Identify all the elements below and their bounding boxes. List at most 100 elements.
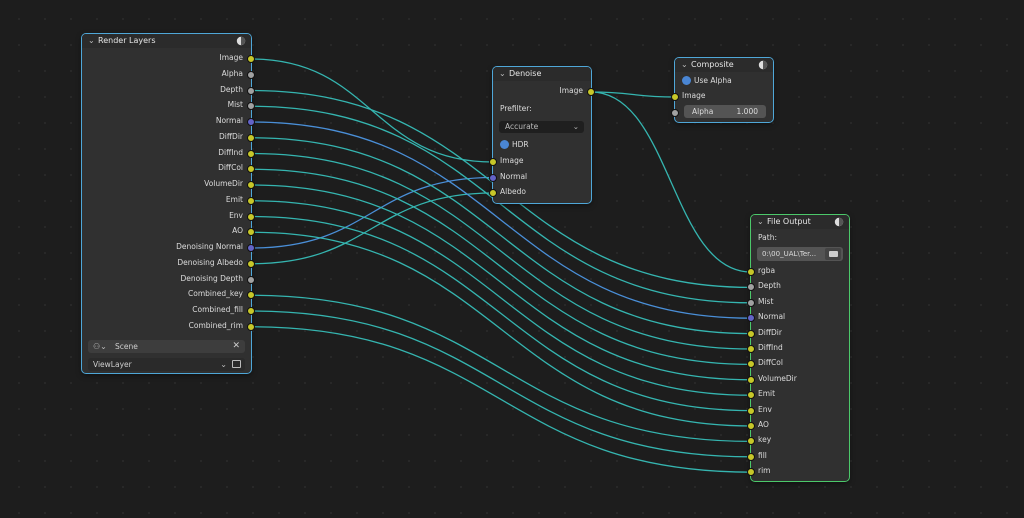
use-alpha-checkbox[interactable] [682, 76, 691, 85]
socket-label: Depth [220, 84, 243, 94]
use-alpha-label: Use Alpha [694, 76, 732, 85]
output-socket-depth[interactable] [247, 86, 255, 95]
folder-icon[interactable] [825, 248, 841, 260]
output-socket-env[interactable] [247, 212, 255, 221]
path-label: Path: [758, 233, 778, 242]
collapse-chevron-icon[interactable]: ⌄ [499, 69, 506, 78]
input-socket-ao[interactable] [747, 422, 755, 430]
output-socket-denoising-normal[interactable] [247, 244, 255, 252]
output-socket-denoising-depth[interactable] [247, 275, 255, 284]
collapse-chevron-icon[interactable]: ⌄ [88, 36, 95, 45]
globe-icon [834, 217, 844, 227]
denoise-node[interactable]: ⌄Denoise Image Prefilter: Accurate ⌄ HDR… [489, 66, 595, 204]
socket-label: AO [232, 226, 243, 236]
socket-label: key [758, 435, 772, 445]
output-socket-ao[interactable] [247, 228, 255, 237]
view-layer-label: ViewLayer [93, 360, 132, 369]
output-socket-combined-fill[interactable] [247, 307, 255, 315]
input-socket-fill[interactable] [747, 452, 755, 461]
input-socket-mist[interactable] [747, 298, 755, 307]
prefilter-label: Prefilter: [500, 104, 532, 113]
input-env: Env [758, 404, 772, 416]
input-socket-key[interactable] [747, 437, 755, 446]
render-layers-header[interactable]: ⌄Render Layers [82, 34, 251, 48]
socket-label: Emit [225, 194, 243, 204]
output-socket-denoising-albedo[interactable] [247, 259, 255, 268]
input-socket-diffind[interactable] [747, 345, 755, 353]
socket-label: Normal [215, 116, 243, 125]
socket-label: Denoising Depth [180, 273, 243, 283]
collapse-chevron-icon[interactable]: ⌄ [681, 60, 688, 69]
input-socket-image[interactable] [671, 93, 679, 101]
file-output-node[interactable]: ⌄File Output Path: 0:\00_UAL\Ter... rgba… [747, 214, 850, 482]
alpha-field[interactable]: Alpha 1.000 [684, 105, 766, 118]
input-socket-image[interactable] [489, 158, 497, 166]
input-socket-diffcol[interactable] [747, 360, 755, 369]
socket-label: VolumeDir [204, 179, 243, 188]
socket-label: Env [758, 404, 772, 414]
output-socket-diffdir[interactable] [247, 133, 255, 142]
view-layer-browse-icon[interactable] [232, 360, 241, 368]
socket-label: Image [559, 86, 584, 95]
prefilter-dropdown[interactable]: Accurate ⌄ [499, 121, 584, 133]
socket-label: Denoising Normal [176, 242, 243, 251]
socket-label: Mist [758, 296, 774, 306]
output-socket-mist[interactable] [247, 102, 255, 111]
hdr-label: HDR [512, 140, 529, 149]
input-socket-alpha[interactable] [671, 109, 679, 117]
input-socket-rgba[interactable] [747, 268, 755, 276]
view-layer-selector[interactable]: ViewLayer ⌄ [88, 358, 245, 371]
output-socket-combined-rim[interactable] [247, 322, 255, 331]
socket-label: DiffInd [218, 147, 243, 157]
socket-label: Normal [500, 171, 528, 181]
collapse-chevron-icon[interactable]: ⌄ [757, 217, 764, 226]
output-socket-alpha[interactable] [247, 70, 255, 79]
alpha-label: Alpha [692, 107, 714, 116]
file-output-header[interactable]: ⌄File Output [751, 215, 849, 229]
output-socket-image[interactable] [587, 88, 595, 96]
input-socket-env[interactable] [747, 406, 755, 415]
path-field[interactable]: 0:\00_UAL\Ter... [757, 247, 843, 261]
clear-scene-icon[interactable]: ✕ [232, 341, 240, 351]
input-normal: Normal [758, 311, 785, 323]
input-socket-normal[interactable] [489, 173, 497, 182]
socket-label: Env [229, 210, 243, 220]
socket-label: AO [758, 420, 769, 429]
input-diffcol: DiffCol [758, 357, 783, 369]
output-socket-volumedir[interactable] [247, 181, 255, 189]
composite-header[interactable]: ⌄Composite [675, 58, 773, 72]
input-socket-depth[interactable] [747, 283, 755, 292]
output-socket-emit[interactable] [247, 196, 255, 205]
output-emit: Emit [82, 194, 243, 206]
output-socket-diffcol[interactable] [247, 165, 255, 174]
input-socket-rim[interactable] [747, 468, 755, 477]
output-socket-combined-key[interactable] [247, 291, 255, 300]
globe-icon [758, 60, 768, 70]
socket-label: Image [682, 91, 706, 100]
hdr-checkbox[interactable] [500, 140, 509, 149]
output-env: Env [82, 210, 243, 222]
output-socket-diffind[interactable] [247, 149, 255, 158]
output-volumedir: VolumeDir [82, 178, 243, 190]
prefilter-value: Accurate [505, 122, 539, 131]
output-combined-key: Combined_key [82, 288, 243, 300]
node-title: Denoise [509, 69, 542, 78]
output-socket-normal[interactable] [247, 118, 255, 126]
input-socket-albedo[interactable] [489, 189, 497, 197]
input-socket-emit[interactable] [747, 391, 755, 400]
output-socket-image[interactable] [247, 55, 255, 63]
output-normal: Normal [82, 115, 243, 127]
input-socket-diffdir[interactable] [747, 329, 755, 338]
denoise-header[interactable]: ⌄Denoise [493, 67, 591, 81]
socket-label: DiffCol [758, 358, 783, 368]
socket-label: Alpha [221, 68, 243, 78]
input-socket-volumedir[interactable] [747, 375, 755, 384]
socket-label: rim [758, 466, 771, 476]
composite-node[interactable]: ⌄Composite Use Alpha Image Alpha 1.000 [671, 57, 774, 123]
scene-selector[interactable]: ⚇⌄ Scene ✕ [88, 340, 245, 353]
socket-label: Denoising Albedo [177, 257, 243, 267]
input-socket-normal[interactable] [747, 314, 755, 323]
input-rim: rim [758, 465, 770, 477]
scene-icon: ⚇⌄ [93, 342, 107, 351]
